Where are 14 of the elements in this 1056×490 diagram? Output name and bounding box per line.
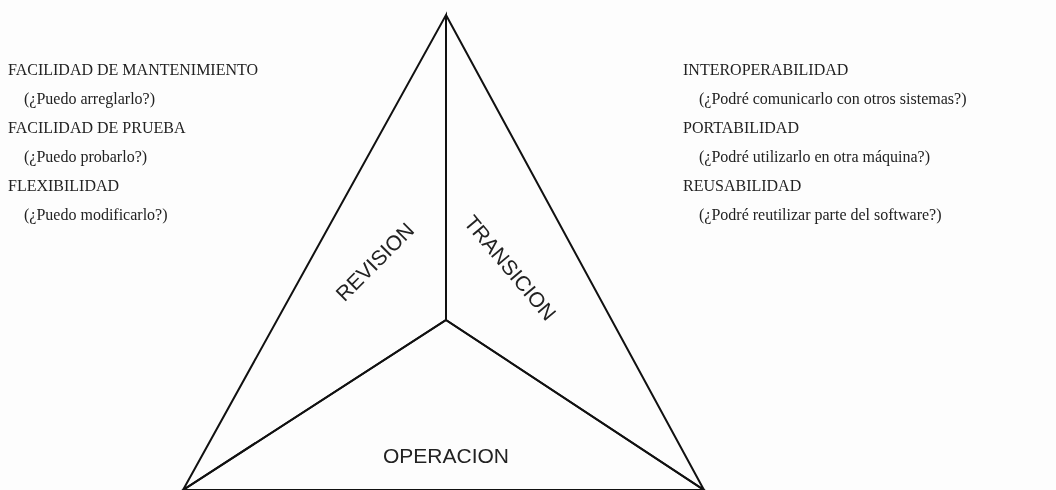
sector-label: OPERACION [383, 444, 509, 468]
quality-factor: INTEROPERABILIDAD [683, 60, 850, 80]
quality-factor: FACILIDAD DE PRUEBA [8, 118, 187, 138]
factor-question: (¿Podré utilizarlo en otra máquina?) [698, 147, 931, 168]
factor-question: (¿Puedo probarlo?) [23, 147, 149, 168]
quality-factor: REUSABILIDAD [683, 176, 803, 196]
quality-factor: FACILIDAD DE MANTENIMIENTO [8, 60, 259, 80]
factor-question: (¿Puedo modificarlo?) [23, 205, 169, 226]
factor-question: (¿Podré comunicarlo con otros sistemas?) [698, 89, 967, 110]
quality-factor: FLEXIBILIDAD [8, 176, 121, 196]
factor-question: (¿Podré reutilizar parte del software?) [698, 205, 943, 226]
triangle-sector [183, 320, 704, 490]
factor-question: (¿Puedo arreglarlo?) [23, 89, 157, 110]
quality-factor: PORTABILIDAD [683, 118, 800, 138]
